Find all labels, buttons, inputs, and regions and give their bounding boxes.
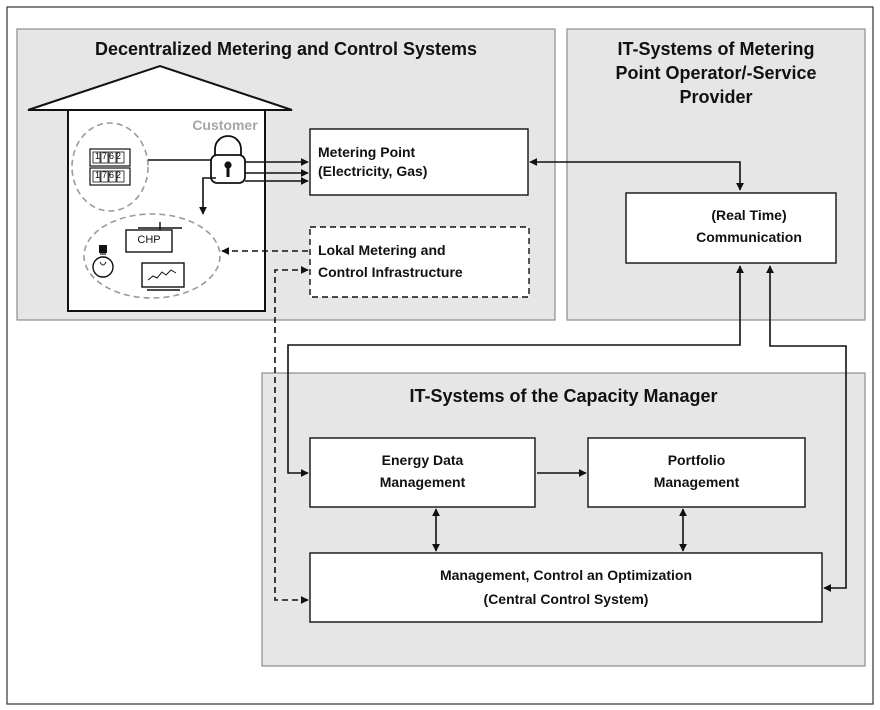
customer-label: Customer [192,117,258,133]
light-bulb-icon [92,245,114,278]
portfolio-label-line-2: Management [653,474,740,490]
communication-box [625,192,837,264]
metering-point-box [309,128,529,196]
connector-metering-to-communication [529,158,744,191]
communication-label-line-2: Communication [696,229,802,245]
central-control-label-line-2: (Central Control System) [483,591,649,607]
lokal-metering-label-line-2: Control Infrastructure [318,264,463,280]
portfolio-label-line-1: Portfolio [667,452,726,468]
chp-icon [125,222,182,253]
meter-icon [89,148,131,167]
panel-title-it-operator-line-3: Provider [679,87,753,107]
lokal-metering-label-line-1: Lokal Metering and [318,242,446,258]
panel-title-it-operator-line-1: IT-Systems of Metering [617,39,815,59]
energy-data-label-line-1: Energy Data [381,452,464,468]
meters-group-circle [71,122,149,212]
dashed-connectors [221,247,309,604]
chp-label: CHP [137,234,161,246]
communication-label-line-1: (Real Time) [711,207,787,223]
padlock-icon [210,135,246,184]
panel-title-it-operator-line-2: Point Operator/-Service [615,63,817,83]
connectors [148,158,847,592]
energy-data-label-line-2: Management [379,474,466,490]
meter-digits: 1762 [94,170,124,180]
metering-point-label-line-2: (Electricity, Gas) [318,163,428,179]
central-control-label-line-1: Management, Control an Optimization [439,567,692,583]
connector-communication-to-central [766,265,847,592]
central-control-box [309,552,823,623]
meter-icon [89,167,131,186]
lokal-metering-box [309,226,530,298]
connector-communication-to-energy-data [287,265,744,477]
panel-title-capacity-manager: IT-Systems of the Capacity Manager [409,386,718,406]
connector-to-devices [199,177,216,215]
metering-point-label-line-1: Metering Point [318,144,416,160]
panel-title-decentralized: Decentralized Metering and Control Syste… [94,39,478,59]
monitor-icon [141,262,185,291]
meter-digits: 1762 [94,151,124,161]
devices-group-circle [83,213,221,299]
